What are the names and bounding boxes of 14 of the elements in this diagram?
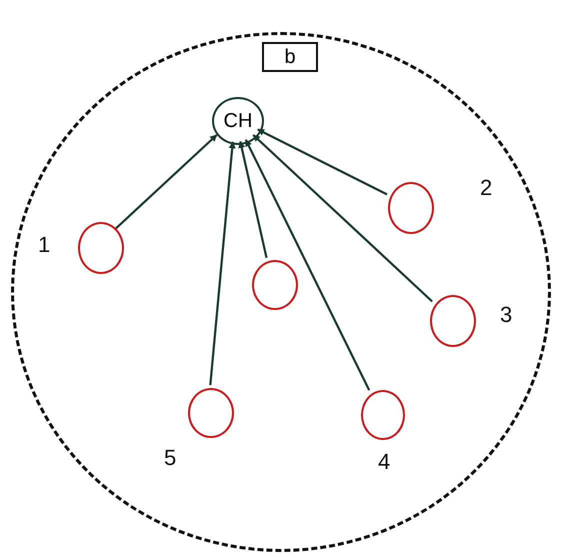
node-number: 2 bbox=[480, 177, 492, 199]
sensor-node bbox=[188, 388, 234, 438]
node-number: 1 bbox=[38, 234, 50, 256]
label-box: b bbox=[262, 42, 318, 72]
node-number: 3 bbox=[500, 304, 512, 326]
sensor-node bbox=[388, 182, 434, 234]
sensor-node bbox=[361, 390, 405, 440]
dashed-boundary bbox=[11, 32, 551, 552]
sensor-node bbox=[78, 222, 124, 274]
node-circle: CH bbox=[212, 97, 264, 145]
node-number: 4 bbox=[378, 451, 390, 473]
sensor-node bbox=[430, 295, 476, 347]
sensor-node bbox=[252, 260, 298, 310]
node-number: 5 bbox=[164, 447, 176, 469]
